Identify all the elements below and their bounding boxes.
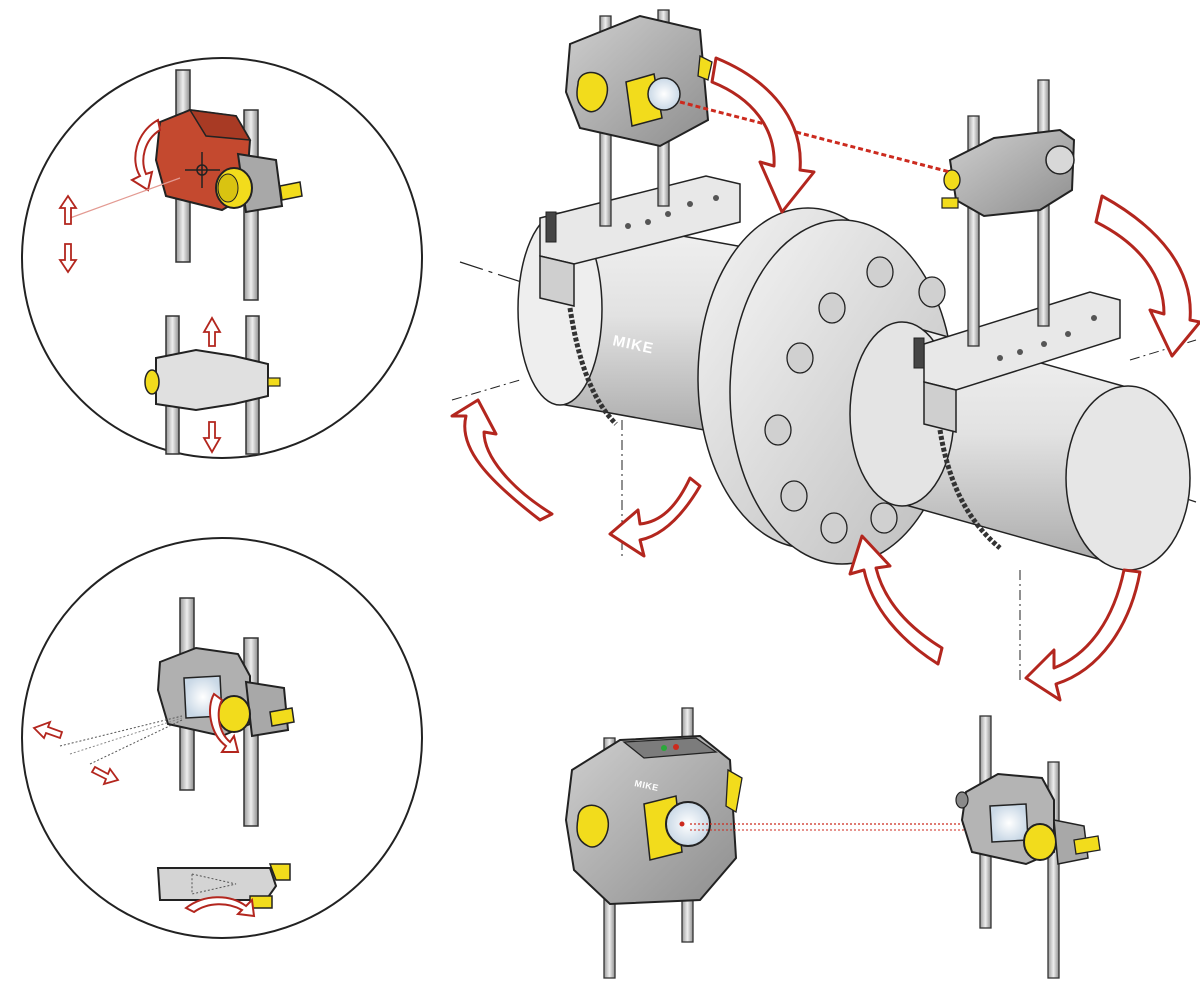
rod — [1047, 761, 1060, 979]
laser-beam-icon — [59, 715, 183, 747]
thumb-knob-icon — [1023, 823, 1057, 861]
rotation-arrow-icon — [608, 476, 702, 558]
unit-brand-label: MIKE — [634, 778, 660, 793]
inset-horizontal-adjust — [21, 537, 423, 939]
chain-right — [937, 429, 1002, 550]
up-down-arrow-icon — [202, 421, 222, 454]
rotation-arrow-icon — [710, 56, 816, 214]
bolt-holes — [764, 256, 946, 544]
lens-window — [647, 77, 681, 111]
up-down-arrow-icon — [58, 243, 78, 274]
inset-circle-top — [21, 57, 423, 459]
rotation-arrow-icon — [209, 692, 240, 753]
rotation-arrows — [450, 56, 1200, 702]
laser-detector-unit — [941, 128, 1076, 218]
rotation-arrow-icon — [1094, 194, 1200, 358]
inset-vertical-adjust — [21, 57, 423, 459]
shaft-assembly: MIKE — [451, 9, 1197, 680]
lever-tab — [279, 181, 303, 201]
chain-left — [567, 307, 618, 426]
bottom-detail: MIKE — [564, 707, 1101, 979]
rotation-arrow-icon — [184, 896, 256, 918]
thumb-knob-icon — [217, 695, 251, 733]
bracket-left — [539, 175, 741, 307]
right-shaft-end — [1065, 385, 1191, 571]
laser-emitter-unit — [564, 14, 713, 148]
rotation-arrow-icon — [450, 398, 554, 522]
thumb-knob-icon — [576, 71, 609, 113]
up-down-arrow-icon — [202, 316, 222, 347]
rotation-arrow-icon — [1024, 568, 1142, 702]
detector-top-view — [156, 867, 278, 901]
thumb-screw — [545, 211, 557, 243]
left-right-arrow-icon — [90, 765, 120, 786]
rotation-arrow-icon — [848, 534, 944, 666]
thumb-screw — [913, 337, 925, 369]
laser-beam-icon — [679, 100, 951, 174]
thumb-knob-icon — [576, 804, 609, 848]
up-down-arrow-icon — [58, 194, 78, 225]
rod — [967, 115, 980, 347]
detector-body-side — [155, 348, 269, 412]
laser-beam-icon — [69, 177, 181, 219]
left-right-arrow-icon — [32, 720, 64, 740]
bracket-right — [913, 291, 1121, 433]
